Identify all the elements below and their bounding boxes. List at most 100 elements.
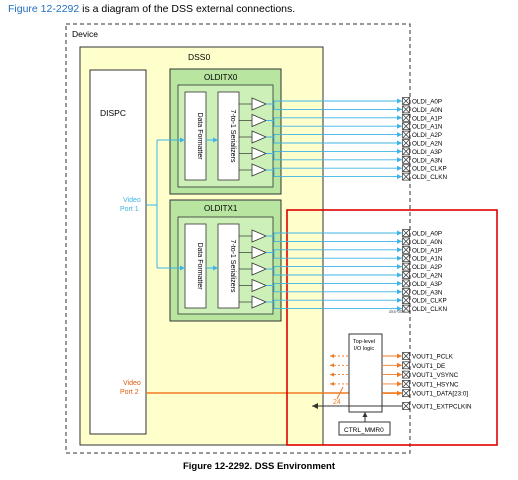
olditx1-buffer-triangle (251, 262, 268, 276)
olditx0-pin-marker (402, 113, 410, 122)
vout-pin-arrow (397, 372, 402, 378)
olditx1-formatter-label: Data Formatter (196, 242, 203, 290)
vout-internal-arrow (330, 363, 334, 368)
olditx1-pin-label: OLDI_CLKP (412, 298, 447, 305)
olditx0-pin-arrow (397, 140, 402, 146)
device-boundary (65, 23, 411, 454)
olditx1-title: OLDITX1 (204, 204, 238, 213)
extpclk-arrow (312, 403, 318, 409)
olditx1-pin-marker (402, 271, 410, 279)
vout1-pin-list: VOUT1_PCLKVOUT1_DEVOUT1_VSYNCVOUT1_HSYNC… (330, 352, 472, 411)
olditx1-pin-marker (402, 262, 410, 271)
bus-slash (336, 386, 344, 400)
olditx0-pin-marker (402, 164, 410, 173)
olditx1-pin-arrow (397, 247, 402, 253)
olditx1-pin-marker (402, 304, 410, 313)
olditx1-pin-arrow (397, 255, 402, 261)
olditx1-serializer-label: 7-to-1 Serializers (229, 240, 236, 293)
intro-rest: is a diagram of the DSS external connect… (79, 3, 296, 15)
olditx0-pin-label: OLDI_CLKN (412, 174, 447, 181)
olditx0-pin-marker (402, 122, 410, 131)
olditx1-pin-marker (402, 237, 410, 246)
vout-pin-arrow (397, 362, 402, 368)
olditx0-pin-wire (273, 153, 402, 161)
olditx1-pin-label: OLDI_A1N (412, 256, 443, 263)
video-port2-label-line1: Video (123, 380, 141, 387)
video-port2-label-line2: Port 2 (120, 389, 139, 396)
dispc-block (89, 69, 147, 435)
olditx0-pin-arrow (397, 106, 402, 112)
dss-tag: dss-004 (389, 309, 406, 314)
bus-width-label: 24 (333, 399, 341, 406)
olditx0-pin-label: OLDI_A2N (412, 141, 443, 148)
olditx0-pin-arrow (397, 174, 402, 180)
olditx0-pin-wire (273, 170, 402, 178)
dss-diagram: Device DSS0 DISPC OLDITX0 Data Formatter… (65, 23, 498, 454)
olditx0-pin-label: OLDI_A3P (412, 149, 442, 156)
vout-pin-label: VOUT1_PCLK (412, 354, 454, 361)
ctrl-mmr0-label: CTRL_MMR0 (344, 427, 384, 434)
toplevel-label-line2: I/O logic (354, 346, 374, 352)
vout-pin-arrow (397, 390, 402, 396)
olditx0-buffer-triangle (251, 97, 268, 111)
vout-pin-label: VOUT1_DATA[23:0] (412, 391, 468, 398)
extpclk-pin-marker (402, 402, 410, 410)
olditx1-pin-marker (402, 254, 410, 263)
olditx0-pin-label: OLDI_A2P (412, 132, 442, 139)
extpclk-label: VOUT1_EXTPCLKIN (412, 404, 472, 411)
vout-pin-marker (402, 380, 410, 388)
vout-internal-arrow (330, 372, 334, 377)
olditx1-pin-arrow (397, 272, 402, 278)
olditx1-pin-arrow (397, 238, 402, 244)
highlight-box (286, 209, 498, 446)
olditx1-pin-list: OLDI_A0POLDI_A0NOLDI_A1POLDI_A1NOLDI_A2P… (397, 229, 447, 313)
olditx0-pin-label: OLDI_A0N (412, 107, 443, 114)
olditx0-pin-wire (266, 167, 402, 171)
toplevel-io-block (348, 333, 383, 413)
olditx0-pin-label: OLDI_A1N (412, 124, 443, 131)
olditx0-serializer-box (217, 91, 240, 181)
olditx0-pin-wire (266, 100, 402, 105)
olditx1-pin-label: OLDI_A1P (412, 247, 442, 254)
olditx1-pin-label: OLDI_A3P (412, 281, 442, 288)
olditx0-pin-wire (266, 150, 402, 154)
olditx1-pin-marker (402, 245, 410, 254)
vp1-arrow-oldi1 (180, 265, 185, 271)
vout-internal-arrow (330, 381, 334, 386)
olditx1-pin-label: OLDI_CLKN (412, 306, 447, 313)
olditx0-pin-wire (273, 137, 402, 144)
olditx1-pin-wire (266, 232, 402, 237)
olditx1-pin-label: OLDI_A2N (412, 273, 443, 280)
ctrl-to-io-arrow (362, 412, 368, 417)
olditx1-pin-arrow (397, 306, 402, 312)
olditx0-serializer-label: 7-to-1 Serializers (229, 110, 236, 163)
olditx0-title: OLDITX0 (204, 73, 238, 82)
vout-pin-label: VOUT1_HSYNC (412, 381, 459, 388)
formatter0-arrow (213, 137, 218, 143)
olditx1-buffers (239, 229, 402, 310)
olditx1-buffer-triangle (251, 229, 268, 243)
olditx0-buffer-triangle (251, 146, 268, 161)
vout-internal-arrow (330, 354, 334, 358)
vout-pin-marker (402, 370, 410, 379)
olditx1-pin-wire (266, 299, 402, 303)
vout-pin-marker (402, 352, 410, 360)
olditx1-pin-arrow (397, 264, 402, 270)
figure-link[interactable]: Figure 12-2292 (8, 3, 80, 15)
vout-pin-label: VOUT1_VSYNC (412, 372, 459, 379)
formatter1-arrow (213, 265, 218, 271)
olditx1-pin-marker (402, 296, 410, 305)
video-port1-label-line1: Video (123, 197, 141, 204)
olditx0-pin-marker (402, 139, 410, 147)
olditx0-buffer-triangle (251, 130, 268, 144)
device-label: Device (72, 29, 98, 39)
olditx0-pin-marker (402, 155, 410, 164)
olditx0-pin-label: OLDI_A3N (412, 157, 443, 164)
olditx0-pin-wire (273, 104, 402, 110)
olditx1-buffer-triangle (251, 278, 268, 293)
olditx1-buffer-triangle (251, 245, 268, 260)
olditx0-pin-arrow (397, 157, 402, 163)
olditx0-pin-marker (402, 130, 410, 139)
olditx1-pin-wire (266, 282, 402, 286)
olditx1-pin-arrow (397, 297, 402, 303)
